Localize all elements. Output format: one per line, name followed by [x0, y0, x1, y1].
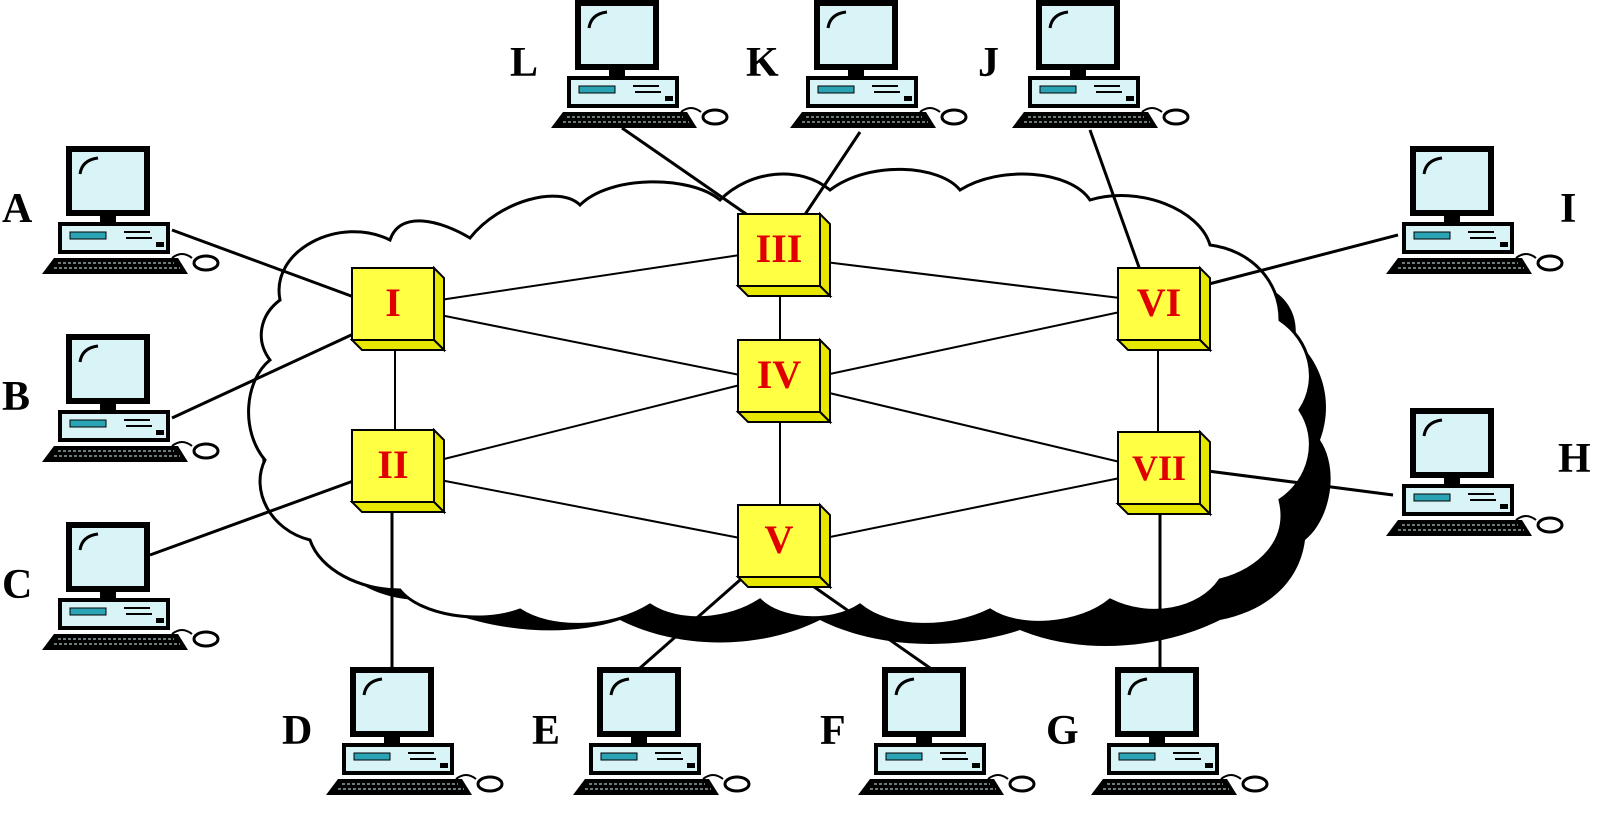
node-label-IV: IV [757, 352, 802, 397]
computer-icon-I [1384, 144, 1564, 276]
link-I-III [439, 254, 741, 301]
computer-icon-D [324, 665, 504, 797]
link-E-V [639, 578, 741, 670]
computer-icon-G [1089, 665, 1269, 797]
switch-node-VI: VI [1115, 265, 1213, 353]
host-label-K: K [746, 40, 779, 86]
host-label-C: C [2, 562, 32, 608]
switch-node-III: III [735, 211, 833, 299]
computer-icon-J [1010, 0, 1190, 130]
node-label-V: V [765, 517, 794, 562]
host-label-E: E [532, 708, 560, 754]
computer-icon-F [856, 665, 1036, 797]
link-B-I [171, 328, 363, 420]
link-C-II [149, 478, 357, 557]
backbone-links [394, 254, 1159, 539]
link-IV-VI [824, 311, 1121, 376]
host-label-J: J [978, 40, 999, 86]
computer-icon-A [40, 144, 220, 276]
link-II-IV [439, 384, 741, 461]
access-links [149, 126, 1399, 670]
link-III-VI [824, 261, 1121, 299]
computer-icon-K [788, 0, 968, 130]
link-L-III [621, 126, 763, 227]
computer-icon-E [571, 665, 751, 797]
switch-node-IV: IV [735, 337, 833, 425]
link-IV-VII [824, 391, 1121, 463]
link-H-VII [1199, 468, 1394, 497]
node-label-VI: VI [1137, 280, 1181, 325]
computer-icon-L [549, 0, 729, 130]
host-label-I: I [1560, 186, 1576, 232]
link-II-V [439, 479, 741, 539]
switch-node-I: I [349, 265, 447, 353]
link-K-III [798, 131, 862, 223]
host-label-B: B [2, 374, 30, 420]
node-label-I: I [385, 280, 401, 325]
host-label-F: F [820, 708, 846, 754]
link-I-VI [1204, 233, 1399, 287]
host-label-G: G [1046, 708, 1079, 754]
switch-node-II: II [349, 427, 447, 515]
node-label-III: III [756, 226, 803, 271]
computer-icon-B [40, 332, 220, 464]
link-J-VI [1088, 129, 1142, 271]
host-label-H: H [1558, 436, 1591, 482]
switch-node-V: V [735, 502, 833, 590]
switch-node-VII: VII [1115, 429, 1213, 517]
link-A-I [171, 228, 363, 302]
host-label-D: D [282, 708, 312, 754]
node-label-II: II [377, 442, 408, 487]
link-V-VII [824, 477, 1121, 539]
node-label-VII: VII [1132, 448, 1186, 488]
host-label-L: L [510, 40, 538, 86]
computer-icon-H [1384, 406, 1564, 538]
host-label-A: A [2, 186, 33, 232]
link-I-IV [439, 314, 741, 376]
